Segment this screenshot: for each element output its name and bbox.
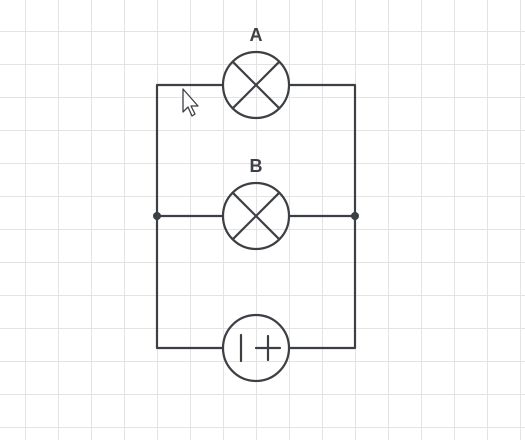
- junction-left: [153, 212, 161, 220]
- lamp-a[interactable]: [221, 50, 291, 120]
- battery-source[interactable]: [221, 313, 291, 383]
- arrow-cursor-icon: [182, 88, 199, 117]
- lamp-b-label: B: [250, 156, 263, 176]
- lamp-b[interactable]: [221, 181, 291, 251]
- lamp-a-label: A: [250, 25, 263, 45]
- junction-right: [351, 212, 359, 220]
